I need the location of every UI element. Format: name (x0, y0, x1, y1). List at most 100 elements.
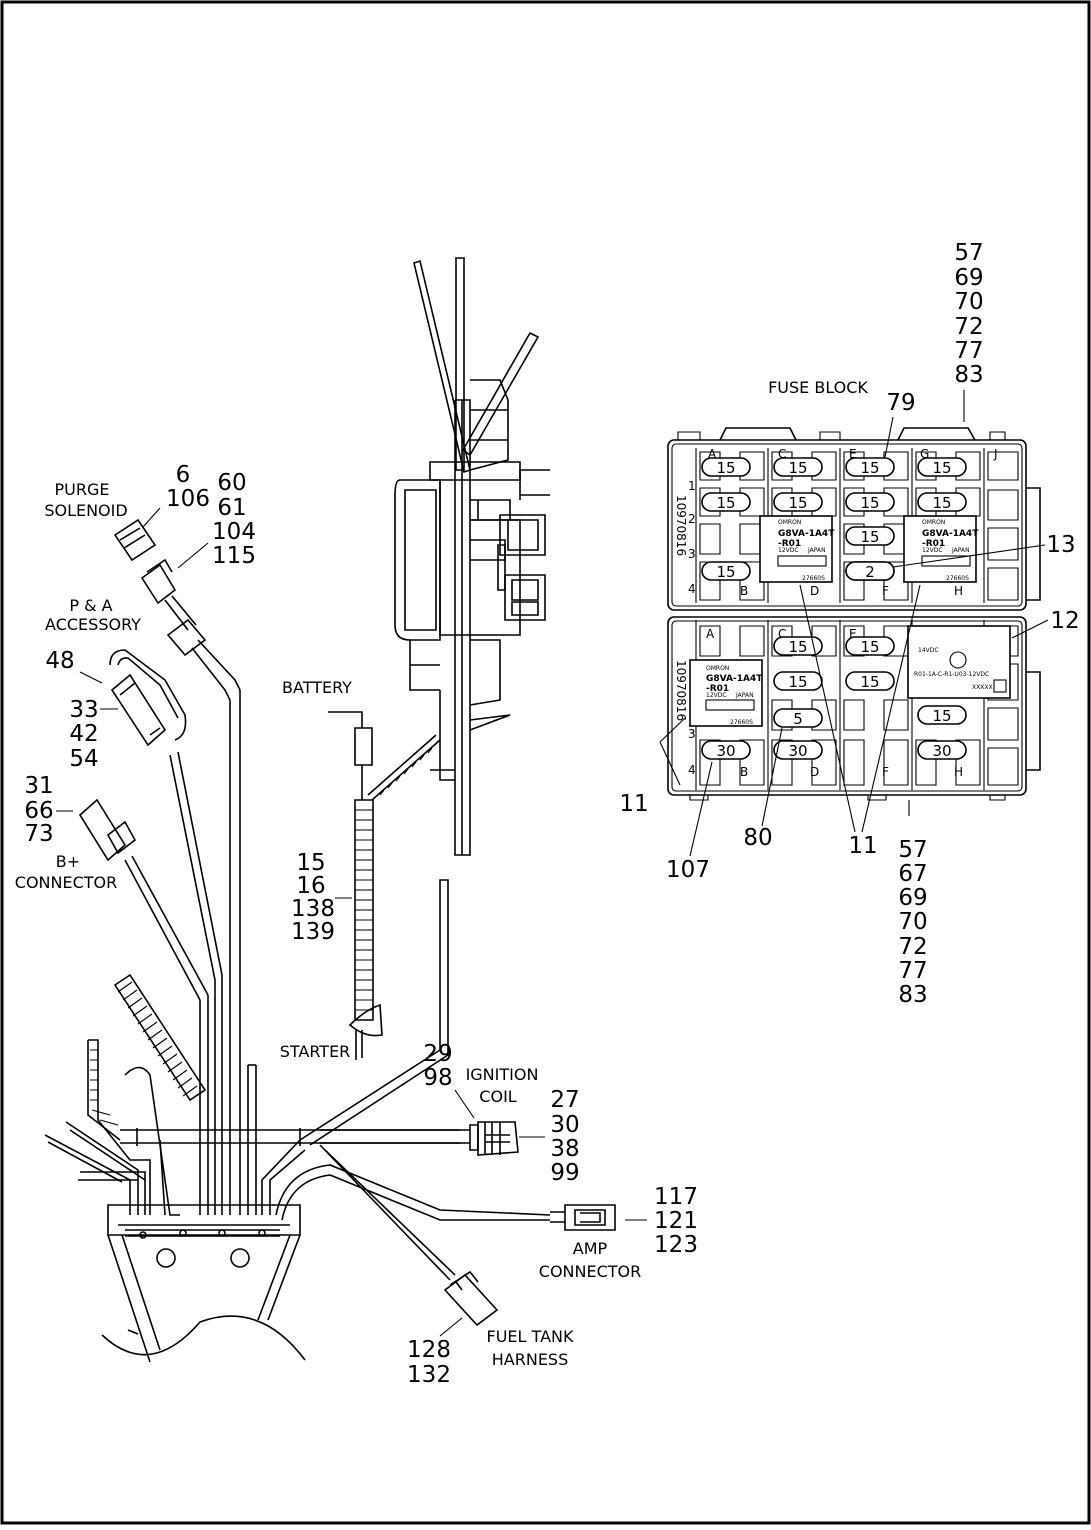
callout-number: 67 (898, 861, 927, 887)
callout-number: 29 (423, 1041, 452, 1067)
lower-relay-left: OMRON G8VA-1A4T -R01 12VDC JAPAN 27660S (689, 659, 763, 727)
callout-number: 42 (69, 721, 98, 747)
callout-number: 66 (24, 798, 53, 824)
ecm-bracket (394, 257, 550, 856)
fuse-value: 5 (793, 710, 803, 728)
callout-number: 6 (176, 462, 191, 488)
relay-model: G8VA-1A4T (922, 529, 979, 539)
left-connector-wires (78, 518, 241, 1001)
upper-relay-right: OMRON G8VA-1A4T -R01 12VDC JAPAN 27660S (903, 515, 979, 583)
fuse-value: 2 (865, 563, 875, 581)
relay-origin: JAPAN (951, 547, 970, 554)
row-number: 1 (688, 479, 696, 493)
relay-code: 27660S (946, 575, 969, 582)
callout-number: 69 (954, 265, 983, 291)
upper-grid-labels: A C E G J B D F H 1 2 3 4 10970816 (674, 447, 998, 598)
column-letter: J (993, 447, 998, 461)
row-number: 3 (688, 727, 696, 741)
upper-fuses: 15 15 15 15 15 15 15 15 15 15 2 (701, 457, 967, 581)
callout-number: 60 (217, 470, 246, 496)
pa-accessory-label: ACCESSORY (45, 615, 141, 634)
callout-number: 70 (898, 909, 927, 935)
callout-number: 33 (69, 697, 98, 723)
fuse-value: 30 (932, 742, 951, 760)
row-number: 4 (688, 763, 696, 777)
callout-number: 54 (69, 746, 98, 772)
amp-connector (550, 1204, 616, 1231)
upper-relay-left: OMRON G8VA-1A4T -R01 12VDC JAPAN 27660S (759, 515, 835, 583)
callout-number: 128 (407, 1337, 451, 1363)
callout-number: 99 (550, 1160, 579, 1186)
relay-model: -R01 (706, 684, 729, 694)
fuse-value: 15 (788, 673, 807, 691)
callout-number: 106 (166, 486, 210, 512)
fuse-value: 15 (716, 563, 735, 581)
callout-number: 72 (954, 314, 983, 340)
callout-number: 57 (898, 837, 927, 863)
callout-number: 11 (848, 833, 877, 859)
callout-number: 48 (45, 648, 74, 674)
fuse-value: 15 (788, 459, 807, 477)
relay-origin: JAPAN (735, 692, 754, 699)
purge-solenoid-label: SOLENOID (44, 501, 127, 520)
callout-number: 27 (550, 1087, 579, 1113)
fuse-value: 30 (788, 742, 807, 760)
fuse-value: 15 (932, 494, 951, 512)
column-letter: A (706, 627, 715, 641)
callout-number: 11 (619, 791, 648, 817)
callout-number: 83 (954, 362, 983, 388)
starter-label: STARTER (280, 1042, 351, 1061)
relay-serial: XXXXX (972, 684, 993, 691)
ignition-coil-label: COIL (479, 1087, 516, 1106)
callout-number: 12 (1050, 608, 1079, 634)
fuse-value: 15 (860, 494, 879, 512)
caption-labels: PURGE SOLENOID P & A ACCESSORY B+ CONNEC… (15, 378, 869, 1369)
callout-number: 15 (296, 850, 325, 876)
column-letter: F (882, 584, 889, 598)
callout-number: 123 (654, 1232, 698, 1258)
row-number: 2 (688, 512, 696, 526)
fuse-value: 15 (860, 638, 879, 656)
lower-grid-labels: A C E B D F H 3 4 10970816 (674, 627, 963, 779)
callout-number: 72 (898, 934, 927, 960)
column-letter: H (954, 584, 963, 598)
amp-connector-label: CONNECTOR (539, 1262, 641, 1281)
battery-label: BATTERY (282, 678, 352, 697)
callout-number: 139 (291, 919, 335, 945)
callout-number: 115 (212, 543, 256, 569)
relay-brand: OMRON (922, 519, 945, 526)
column-letter: H (954, 765, 963, 779)
row-number: 4 (688, 582, 696, 596)
fuse-value: 15 (860, 459, 879, 477)
callout-number: 77 (898, 958, 927, 984)
fuse-value: 15 (716, 494, 735, 512)
callout-number: 57 (954, 240, 983, 266)
conduit-left (90, 973, 207, 1126)
side-code: 10970816 (674, 495, 688, 556)
callout-number: 69 (898, 885, 927, 911)
column-letter: D (810, 765, 819, 779)
fuse-block-label: FUSE BLOCK (768, 378, 868, 397)
relay-spec: 12VDC (922, 547, 943, 554)
relay-origin: JAPAN (807, 547, 826, 554)
relay-spec: 12VDC (706, 692, 727, 699)
relay-spec: 14VDC (918, 647, 939, 654)
callout-number: 79 (886, 390, 915, 416)
fuse-value: 15 (932, 459, 951, 477)
callout-number: 121 (654, 1208, 698, 1234)
callout-number: 61 (217, 495, 246, 521)
fuse-value: 15 (860, 673, 879, 691)
fuse-value: 30 (716, 742, 735, 760)
amp-connector-label: AMP (573, 1239, 608, 1258)
callout-number: 104 (212, 519, 256, 545)
callout-number: 132 (407, 1362, 451, 1388)
callout-number: 31 (24, 773, 53, 799)
relay-brand: OMRON (706, 665, 729, 672)
battery-starter-cable (328, 711, 441, 1060)
column-letter: E (849, 627, 857, 641)
callout-number: 77 (954, 338, 983, 364)
ignition-coil-label: IGNITION (466, 1065, 539, 1084)
pa-accessory-label: P & A (69, 596, 112, 615)
